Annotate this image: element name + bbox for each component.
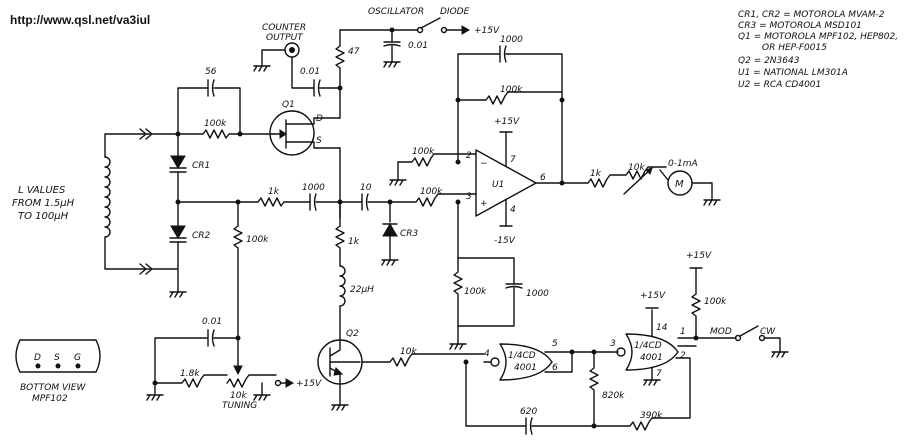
c10-label: 10 xyxy=(360,183,372,193)
r100k-fb-label: 100k xyxy=(500,85,523,95)
l-values-label: TO 100µH xyxy=(18,211,69,222)
r390k-label: 390k xyxy=(640,411,663,421)
r10k-pot-label: 10k xyxy=(230,391,247,401)
varactor-cr2 xyxy=(169,201,187,298)
note-line: U1 = NATIONAL LM301A xyxy=(738,68,848,78)
component-notes: CR1, CR2 = MOTOROLA MVAM-2 CR3 = MOTOROL… xyxy=(738,10,898,90)
cr1-label: CR1 xyxy=(192,161,210,171)
u2b-label: 1/4CD xyxy=(634,341,662,351)
cw-label: CW xyxy=(760,327,776,337)
r1k-b-label: 1k xyxy=(348,237,360,247)
l22-label: 22µH xyxy=(350,285,374,295)
r1k-a-label: 1k xyxy=(268,187,280,197)
c1000-mid-label: 1000 xyxy=(302,183,325,193)
u2b-pin1: 1 xyxy=(680,327,686,337)
u2b-pin2: 2 xyxy=(680,351,686,361)
counter-output-label: COUNTER xyxy=(262,23,306,33)
q1-d-label: D xyxy=(316,114,323,124)
bottom-view-label: BOTTOM VIEW xyxy=(20,383,86,393)
diode-cr3 xyxy=(381,201,399,266)
r100k-in2-label: 100k xyxy=(412,147,435,157)
u2a-label: 4001 xyxy=(514,363,537,373)
counter-output-jack xyxy=(253,42,300,72)
oscillator-label: OSCILLATOR xyxy=(368,7,424,17)
pin-g-label: G xyxy=(74,353,81,363)
pin-s-label: S xyxy=(54,353,60,363)
r820k-label: 820k xyxy=(602,391,625,401)
q1-jfet xyxy=(269,110,341,156)
l-values-label: FROM 1.5µH xyxy=(12,198,75,209)
bottom-view-label: MPF102 xyxy=(32,394,68,404)
l-values-label: L VALUES xyxy=(18,185,66,196)
u2b-pin7: 7 xyxy=(656,369,662,379)
nor-gate-u2a xyxy=(490,343,553,381)
minus15-u1: -15V xyxy=(494,236,516,246)
nor-gate-u2b xyxy=(616,333,679,371)
c001-top-label: 0.01 xyxy=(300,67,320,77)
u1-pin2: 2 xyxy=(466,151,472,161)
u1-pin6: 6 xyxy=(540,173,546,183)
source-url: http://www.qsl.net/va3iul xyxy=(10,13,150,27)
u2b-pin3: 3 xyxy=(610,339,616,349)
q1-label: Q1 xyxy=(282,100,295,110)
diode-label: DIODE xyxy=(440,7,470,17)
counter-output-label: OUTPUT xyxy=(266,33,304,43)
c001-osc-label: 0.01 xyxy=(408,41,428,51)
r47-label: 47 xyxy=(348,47,360,57)
u2a-label: 1/4CD xyxy=(508,351,536,361)
note-line: Q1 = MOTOROLA MPF102, HEP802, xyxy=(738,32,898,42)
u1-pin3: 3 xyxy=(466,192,472,202)
r100k-in3-label: 100k xyxy=(420,187,443,197)
cr2-label: CR2 xyxy=(192,231,211,241)
r100k-tune-label: 100k xyxy=(246,235,269,245)
plus15-u1: +15V xyxy=(494,117,520,127)
c620-label: 620 xyxy=(520,407,537,417)
u1-pin7: 7 xyxy=(510,155,516,165)
r10k-base-label: 10k xyxy=(400,347,417,357)
tuning-label: TUNING xyxy=(222,401,257,411)
meter xyxy=(667,170,721,206)
mpf102-bottom-view xyxy=(15,339,101,373)
cr3-label: CR3 xyxy=(400,229,419,239)
c1000-fb-label: 1000 xyxy=(500,35,523,45)
u2b-label: 4001 xyxy=(640,353,663,363)
r100k-gate-label: 100k xyxy=(204,119,227,129)
u1-minus: − xyxy=(480,159,488,169)
u1-pin4: 4 xyxy=(510,205,516,215)
meter-label: 0-1mA xyxy=(668,159,698,169)
u2a-pin4: 4 xyxy=(484,349,490,359)
u2a-pin5: 5 xyxy=(552,339,558,349)
u2b-pin14: 14 xyxy=(656,323,668,333)
meter-symbol: M xyxy=(675,179,684,190)
c56-label: 56 xyxy=(205,67,217,77)
q2-transistor xyxy=(317,339,363,411)
c001-bot-label: 0.01 xyxy=(202,317,222,327)
mod-label: MOD xyxy=(710,327,732,337)
note-line: U2 = RCA CD4001 xyxy=(738,80,821,90)
plus15-tune: +15V xyxy=(296,379,322,389)
note-line: OR HEP-F0015 xyxy=(762,43,827,53)
plus15-u2: +15V xyxy=(640,291,666,301)
plus15-osc: +15V xyxy=(474,26,500,36)
plus15-mod: +15V xyxy=(686,251,712,261)
opamp-u1 xyxy=(475,139,537,223)
r10k-meter-label: 10k xyxy=(628,163,645,173)
note-line: CR1, CR2 = MOTOROLA MVAM-2 xyxy=(738,10,885,20)
note-line: Q2 = 2N3643 xyxy=(738,56,800,66)
r100k-gnd-label: 100k xyxy=(464,287,487,297)
u1-plus: + xyxy=(480,199,488,209)
tank-inductor xyxy=(104,128,179,275)
r100k-mod-label: 100k xyxy=(704,297,727,307)
u2a-pin6: 6 xyxy=(552,363,558,373)
c1000-gnd-label: 1000 xyxy=(526,289,549,299)
q2-label: Q2 xyxy=(346,329,359,339)
note-line: CR3 = MOTOROLA MSD101 xyxy=(738,21,862,31)
r18k-label: 1.8k xyxy=(180,369,200,379)
varactor-cr1 xyxy=(169,133,187,203)
r1k-out-label: 1k xyxy=(590,169,602,179)
pin-d-label: D xyxy=(34,353,41,363)
q1-s-label: S xyxy=(316,136,322,146)
u1-label: U1 xyxy=(492,180,504,190)
